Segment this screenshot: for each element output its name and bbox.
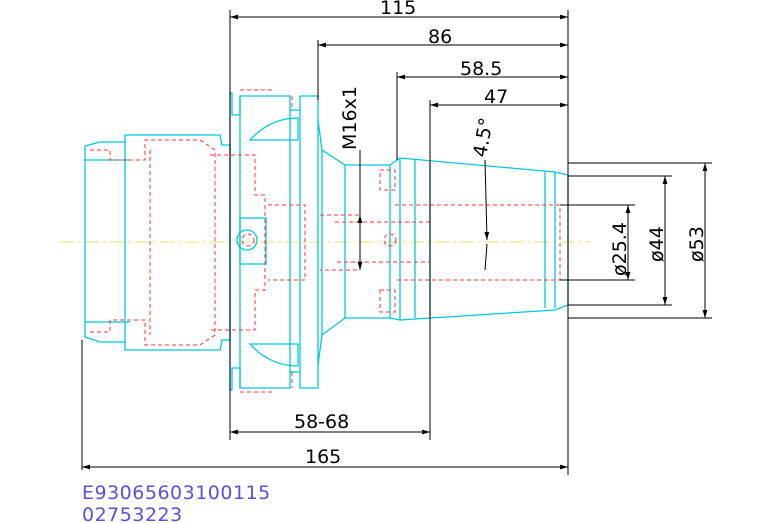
hidden-lines bbox=[90, 89, 561, 393]
part-code-secondary: 02753223 bbox=[82, 504, 183, 523]
part-code-primary: E93065603100115 bbox=[82, 482, 271, 504]
angle-label: 4.5° bbox=[469, 116, 498, 159]
dim-58-5: 58.5 bbox=[460, 58, 502, 80]
dim-115: 115 bbox=[380, 0, 416, 19]
dim-47: 47 bbox=[484, 86, 508, 108]
thread-label: M16x1 bbox=[339, 86, 361, 150]
diameter-25-4-label: ø25.4 bbox=[609, 222, 631, 276]
dimension-lines bbox=[81, 10, 712, 475]
tool-holder-outline bbox=[84, 92, 569, 391]
diameter-53-label: ø53 bbox=[686, 226, 708, 262]
dim-165: 165 bbox=[305, 446, 341, 468]
diameter-44-label: ø44 bbox=[646, 226, 668, 262]
dim-58-68: 58-68 bbox=[294, 411, 349, 433]
dim-86: 86 bbox=[428, 26, 452, 48]
